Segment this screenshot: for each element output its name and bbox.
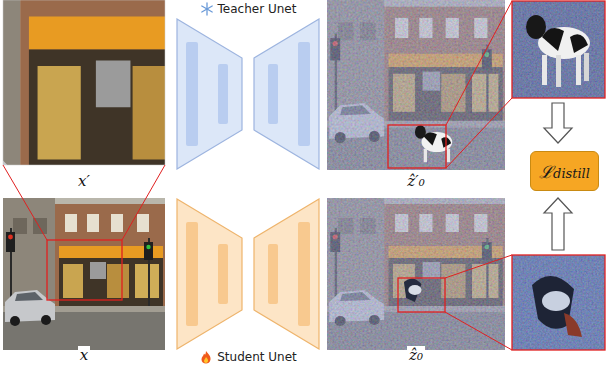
image-panel: ẑ₀ [327, 198, 505, 366]
encoder-block [177, 199, 242, 349]
image-caption-row: ẑ₀ [327, 347, 505, 364]
unet-shape [176, 198, 320, 350]
layer-bar [218, 244, 228, 304]
image-caption: x′ [76, 172, 92, 190]
encoder-block [177, 19, 242, 169]
layer-bar [268, 244, 278, 304]
layer-bar [186, 42, 198, 146]
image-caption: ẑ′₀ [405, 172, 426, 190]
unet-model: Teacher Unet [176, 0, 320, 172]
model-label: Student Unet [217, 350, 297, 364]
trainable-icon [199, 350, 213, 364]
frozen-icon [200, 2, 214, 16]
decoder-block [254, 199, 319, 349]
image-caption: x [78, 346, 90, 364]
image-caption-row: x [3, 347, 165, 364]
snowflake-arm [201, 6, 211, 12]
layer-bar [186, 222, 198, 326]
image-caption: ẑ₀ [407, 346, 425, 364]
unet-shape [176, 18, 320, 170]
image-panel: x [3, 198, 165, 366]
snowflake-lines [201, 3, 211, 15]
decoder-block [254, 19, 319, 169]
model-label-row: Teacher Unet [176, 0, 320, 18]
flame-inner [204, 357, 208, 363]
image-caption-row: x′ [3, 173, 165, 190]
loss-label: ℒdistill [539, 160, 590, 183]
layer-bar [298, 42, 310, 146]
layer-bar [298, 222, 310, 326]
model-label: Teacher Unet [218, 2, 297, 16]
model-label-row: Student Unet [176, 348, 320, 366]
snowflake-arm [201, 6, 211, 12]
loss-box: ℒdistill [530, 151, 599, 191]
image-caption-row: ẑ′₀ [327, 173, 505, 190]
image-panel: ẑ′₀ [327, 0, 505, 192]
layer-bar [268, 64, 278, 124]
unet-model: Student Unet [176, 198, 320, 366]
image-panel: x′ [3, 0, 165, 192]
flame-outer [202, 351, 211, 364]
layer-bar [218, 64, 228, 124]
